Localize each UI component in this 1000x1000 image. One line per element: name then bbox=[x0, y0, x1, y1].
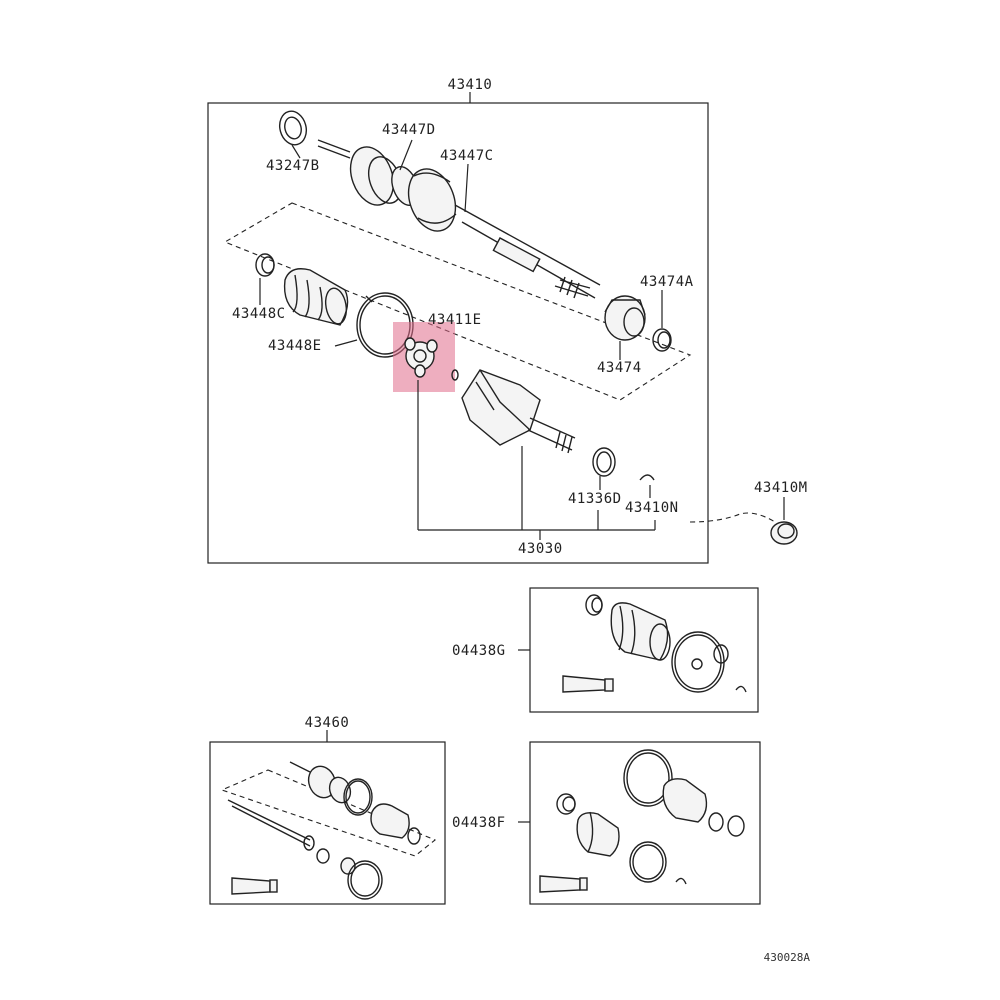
cap-43410m bbox=[770, 521, 798, 545]
tripod-43411e bbox=[404, 337, 438, 378]
assembly-box-04438f bbox=[529, 741, 761, 905]
label-43474a[interactable]: 43474A bbox=[640, 274, 694, 290]
label-41336d[interactable]: 41336D bbox=[568, 491, 622, 507]
assembly-box-main bbox=[207, 102, 709, 564]
inboard-boot bbox=[283, 268, 349, 326]
clip-43410n bbox=[639, 474, 655, 481]
label-43247b[interactable]: 43247B bbox=[266, 158, 320, 174]
label-43448c[interactable]: 43448C bbox=[232, 306, 286, 322]
snap-ring-41336d bbox=[592, 447, 616, 477]
damper-43474 bbox=[604, 295, 646, 341]
ring-43247b bbox=[278, 110, 308, 146]
label-43448e[interactable]: 43448E bbox=[268, 338, 322, 354]
label-43460[interactable]: 43460 bbox=[305, 715, 350, 731]
label-43474[interactable]: 43474 bbox=[597, 360, 642, 376]
label-43411e[interactable]: 43411E bbox=[428, 312, 482, 328]
label-04438g[interactable]: 04438G bbox=[452, 643, 506, 659]
clamp-43474a bbox=[652, 328, 672, 352]
label-43410m[interactable]: 43410M bbox=[754, 480, 808, 496]
label-43410[interactable]: 43410 bbox=[448, 77, 493, 93]
label-04438f[interactable]: 04438F bbox=[452, 815, 506, 831]
label-43410n[interactable]: 43410N bbox=[625, 500, 679, 516]
outboard-joint-shaft bbox=[317, 139, 601, 299]
label-43447d[interactable]: 43447D bbox=[382, 122, 436, 138]
label-43030[interactable]: 43030 bbox=[518, 541, 563, 557]
drawing-code: 430028A bbox=[764, 951, 811, 964]
label-43447c[interactable]: 43447C bbox=[440, 148, 494, 164]
inboard-joint-housing bbox=[461, 369, 576, 454]
